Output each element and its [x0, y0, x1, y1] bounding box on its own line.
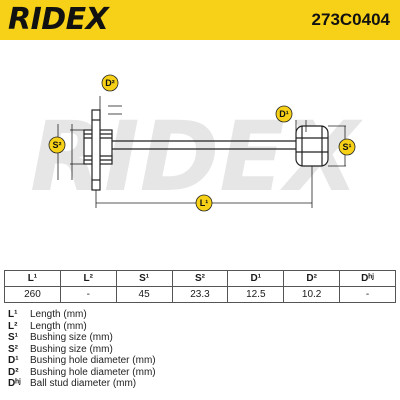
spec-table-value-row: 260 - 45 23.3 12.5 10.2 - [4, 286, 396, 303]
header-cell: L¹ [4, 270, 61, 287]
legend-text: Bushing hole diameter (mm) [30, 366, 156, 378]
legend-key: L² [8, 320, 18, 332]
legend-text: Length (mm) [30, 309, 87, 320]
label-d1-text: D¹ [279, 109, 289, 119]
label-l1: L¹ [195, 194, 213, 212]
value-cell: 260 [4, 286, 61, 303]
label-s1: S¹ [338, 138, 356, 156]
technical-drawing: RIDEX [30, 74, 363, 213]
ridex-logo: RIDEX [8, 2, 109, 37]
legend-key: S² [8, 343, 18, 355]
header-cell: D² [283, 270, 341, 287]
header-cell: L² [59, 270, 117, 287]
spec-table-header-row: L¹ L² S¹ S² D¹ D² Dʰʲ [4, 270, 396, 287]
header-cell: D¹ [227, 270, 285, 287]
legend-item: D² Bushing hole diameter (mm) [8, 367, 388, 379]
label-d2-text: D² [105, 78, 115, 88]
label-s2: S² [48, 136, 66, 154]
header-cell: Dʰʲ [339, 270, 396, 287]
legend-key: D¹ [8, 355, 19, 366]
value-cell: 23.3 [171, 286, 229, 303]
legend-text: Bushing size (mm) [30, 343, 113, 355]
label-s1-text: S¹ [343, 142, 352, 152]
legend-key: D² [8, 366, 19, 378]
legend-text: Length (mm) [30, 320, 87, 332]
legend-key: L¹ [8, 309, 18, 320]
rod [112, 140, 296, 150]
label-s2-text: S² [53, 140, 62, 150]
label-d1: D¹ [275, 105, 293, 123]
header-bar: RIDEX 273C0404 [0, 0, 400, 40]
legend-item: S¹ Bushing size (mm) [8, 332, 388, 344]
legend-item: Dʰʲ Ball stud diameter (mm) [8, 378, 388, 390]
value-cell: - [59, 286, 117, 303]
label-l1-text: L¹ [200, 198, 209, 208]
header-cell: S² [171, 270, 229, 287]
legend-item: D¹ Bushing hole diameter (mm) [8, 355, 388, 367]
legend-key: Dʰʲ [8, 378, 21, 389]
value-cell: 10.2 [283, 286, 341, 303]
legend-text: Bushing size (mm) [30, 332, 113, 343]
value-cell: 45 [115, 286, 173, 303]
label-d2: D² [101, 74, 119, 92]
spec-table: L¹ L² S¹ S² D¹ D² Dʰʲ 260 - 45 23.3 12.5… [4, 270, 396, 303]
legend-text: Bushing hole diameter (mm) [30, 355, 156, 366]
part-number: 273C0404 [311, 10, 390, 29]
legend-item: L² Length (mm) [8, 321, 388, 333]
value-cell: 12.5 [227, 286, 285, 303]
legend-item: S² Bushing size (mm) [8, 344, 388, 356]
header-cell: S¹ [115, 270, 173, 287]
legend-item: L¹ Length (mm) [8, 309, 388, 321]
legend-key: S¹ [8, 332, 18, 343]
value-cell: - [339, 286, 396, 303]
right-bushing [295, 125, 329, 167]
legend: L¹ Length (mm) L² Length (mm) S¹ Bushing… [8, 309, 388, 390]
legend-text: Ball stud diameter (mm) [30, 378, 137, 389]
